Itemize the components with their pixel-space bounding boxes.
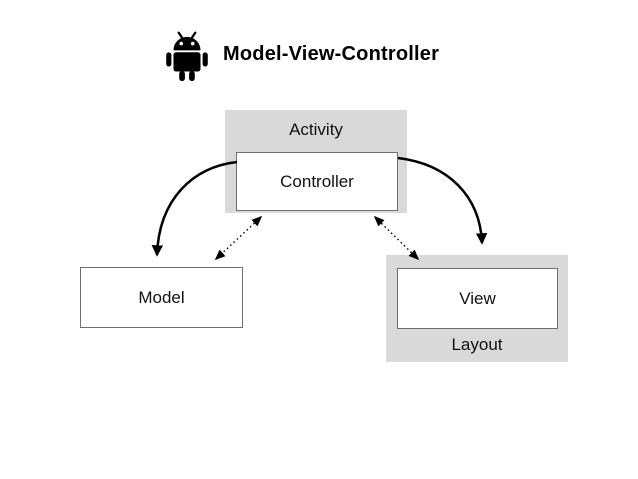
view-node: View <box>397 268 558 329</box>
diagram-title: Model-View-Controller <box>223 43 440 65</box>
diagram-header: Model-View-Controller <box>161 27 439 82</box>
android-icon <box>166 31 208 82</box>
edge-controller-view-dotted <box>373 215 420 261</box>
view-label: View <box>459 288 496 308</box>
layout-label: Layout <box>451 335 503 354</box>
edge-controller-model-dotted <box>214 215 263 261</box>
controller-node: Controller <box>236 152 398 211</box>
model-label: Model <box>138 287 185 307</box>
controller-label: Controller <box>280 171 354 191</box>
model-node: Model <box>80 267 243 328</box>
activity-label: Activity <box>289 120 343 139</box>
edge-controller-to-view <box>397 156 488 245</box>
